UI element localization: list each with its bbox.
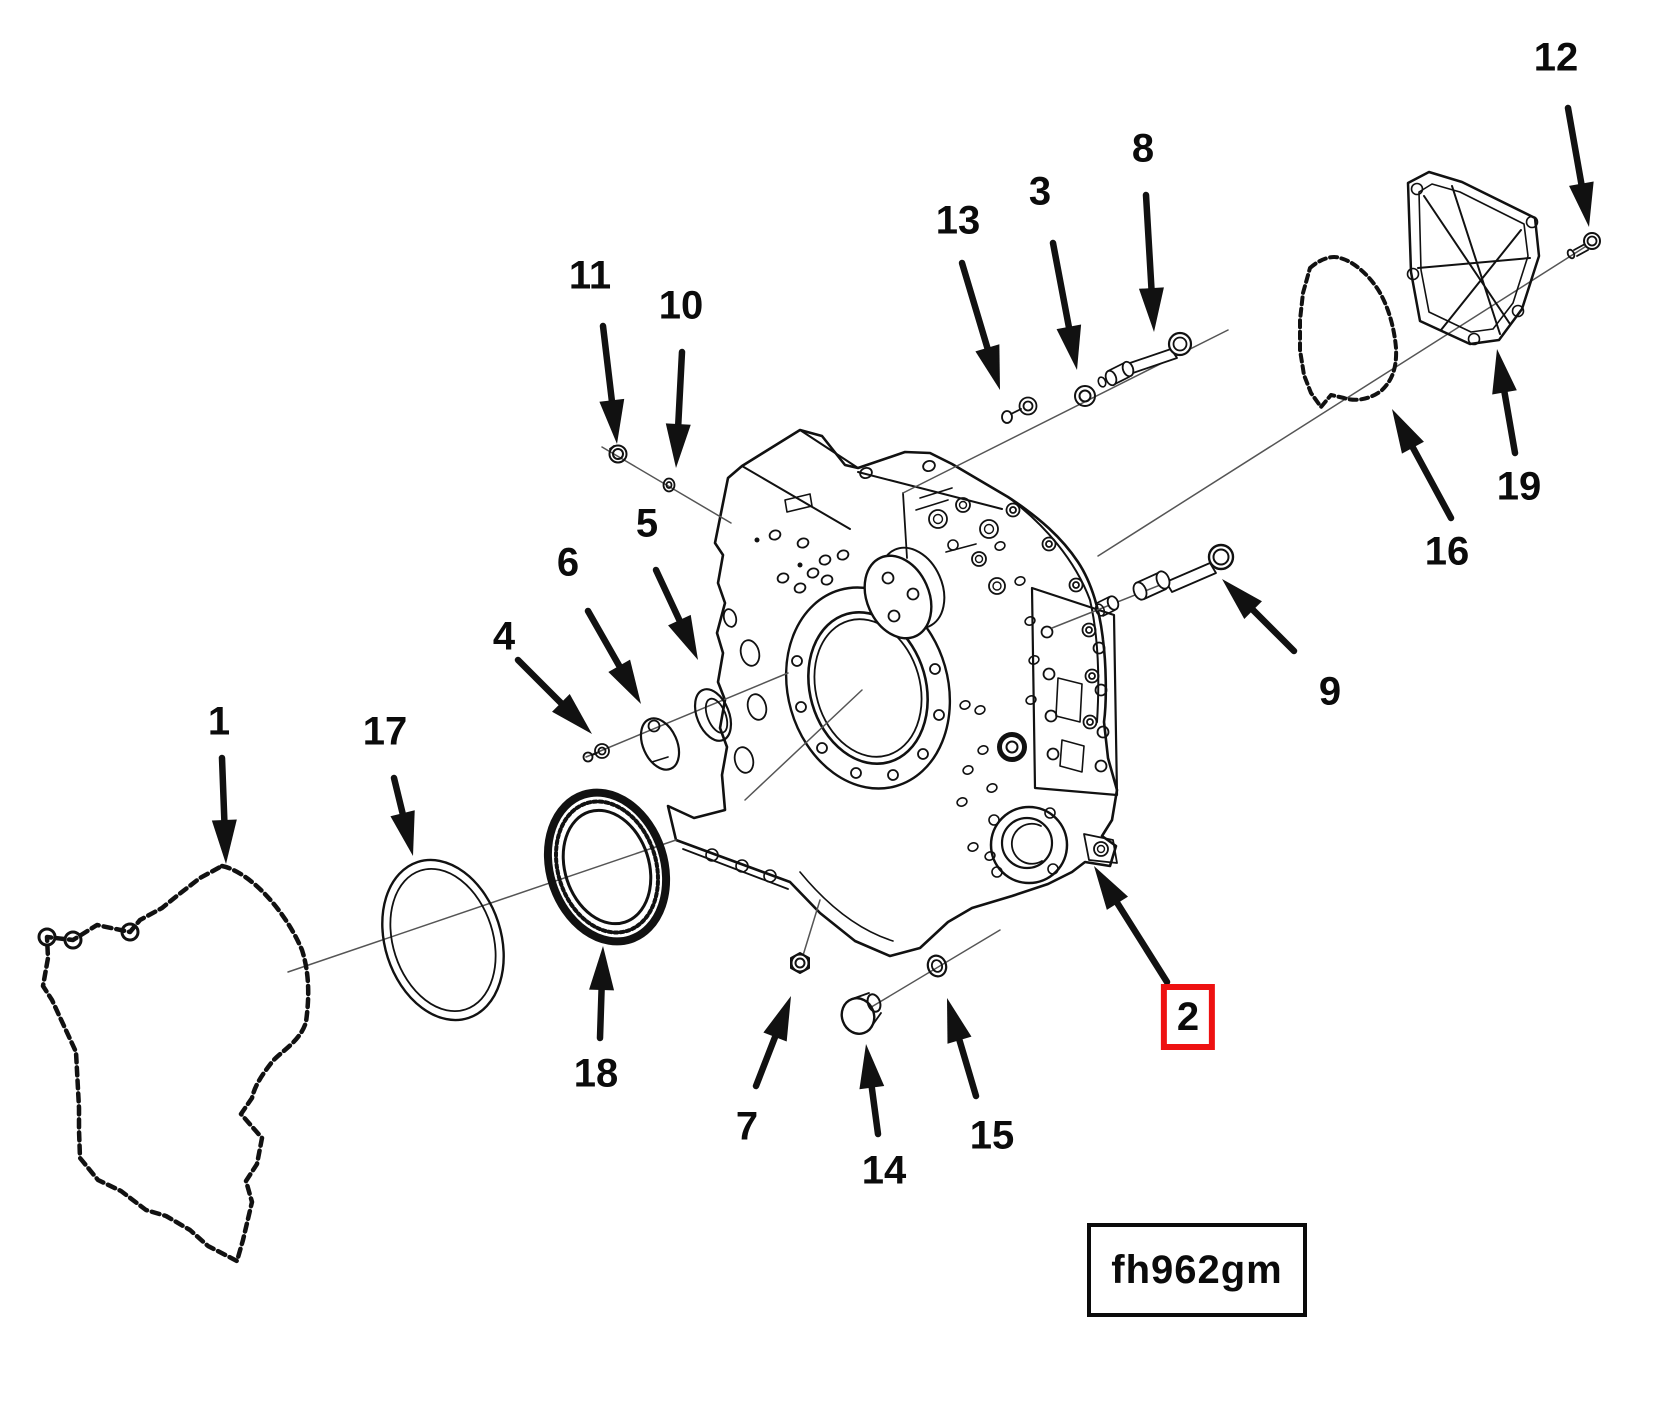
- callout-arrow-head-3: [1056, 324, 1082, 370]
- callout-arrow-head-5: [668, 614, 698, 660]
- callout-arrow-head-18: [589, 946, 615, 991]
- figure-code-label: fh962gm: [1111, 1247, 1283, 1292]
- callout-arrow-shaft-3: [1049, 239, 1075, 341]
- callout-arrow-shaft-8: [1142, 191, 1156, 303]
- callout-arrow-shaft-13: [958, 259, 994, 362]
- callout-arrow-shaft-9: [1242, 599, 1298, 655]
- gasket-1: [37, 863, 311, 1264]
- flywheel-housing: [666, 428, 1119, 958]
- callout-arrows: [211, 104, 1594, 1138]
- callout-arrow-shaft-11: [599, 322, 617, 415]
- bolt-8: [1097, 331, 1193, 388]
- bolt-9: [1094, 543, 1235, 617]
- bolt-12: [1566, 232, 1601, 260]
- callout-arrow-head-8: [1138, 287, 1164, 332]
- callout-arrow-head-9: [1222, 579, 1262, 619]
- callout-arrow-shaft-1: [218, 754, 229, 835]
- callout-arrow-shaft-19: [1499, 378, 1519, 457]
- callout-arrow-head-16: [1392, 409, 1424, 454]
- housing-outline: [666, 428, 1119, 958]
- callout-arrow-head-7: [763, 996, 791, 1042]
- callout-arrow-head-2: [1094, 866, 1129, 910]
- callout-arrow-shaft-5: [652, 566, 688, 634]
- callout-arrow-head-12: [1569, 181, 1594, 227]
- callout-arrow-shaft-16: [1404, 434, 1455, 522]
- cover-19: [1406, 170, 1541, 346]
- callout-arrow-shaft-15: [953, 1026, 980, 1100]
- bolt-11: [608, 444, 628, 464]
- plate-6: [639, 717, 681, 771]
- callout-arrow-head-15: [947, 998, 972, 1044]
- callout-arrow-head-14: [859, 1044, 885, 1090]
- figure-code-box: fh962gm: [1087, 1223, 1307, 1317]
- callout-arrow-shaft-6: [584, 607, 628, 679]
- callout-arrow-head-19: [1492, 349, 1517, 395]
- nut-7: [790, 952, 810, 974]
- screw-4: [582, 743, 610, 763]
- plate-5: [693, 688, 733, 742]
- callout-arrow-head-4: [552, 694, 592, 734]
- ring-15: [926, 954, 948, 978]
- seal-18: [543, 788, 671, 946]
- washer-3: [1074, 385, 1096, 407]
- plug-14: [840, 992, 882, 1035]
- bolt-13: [1001, 396, 1038, 424]
- callout-arrow-shaft-10: [674, 348, 686, 439]
- callout-arrow-head-11: [599, 398, 625, 444]
- callout-arrow-head-6: [608, 659, 641, 704]
- washer-10: [662, 477, 676, 493]
- oring-17: [381, 858, 505, 1022]
- callout-arrow-head-17: [390, 810, 415, 856]
- callout-arrow-head-1: [211, 819, 237, 864]
- gasket-16: [1298, 255, 1399, 409]
- callout-arrow-head-13: [975, 344, 1000, 390]
- callout-arrow-shaft-4: [514, 656, 572, 714]
- callout-arrow-head-10: [665, 423, 691, 468]
- callout-arrow-shaft-2: [1108, 890, 1171, 986]
- callout-arrow-shaft-12: [1564, 104, 1587, 198]
